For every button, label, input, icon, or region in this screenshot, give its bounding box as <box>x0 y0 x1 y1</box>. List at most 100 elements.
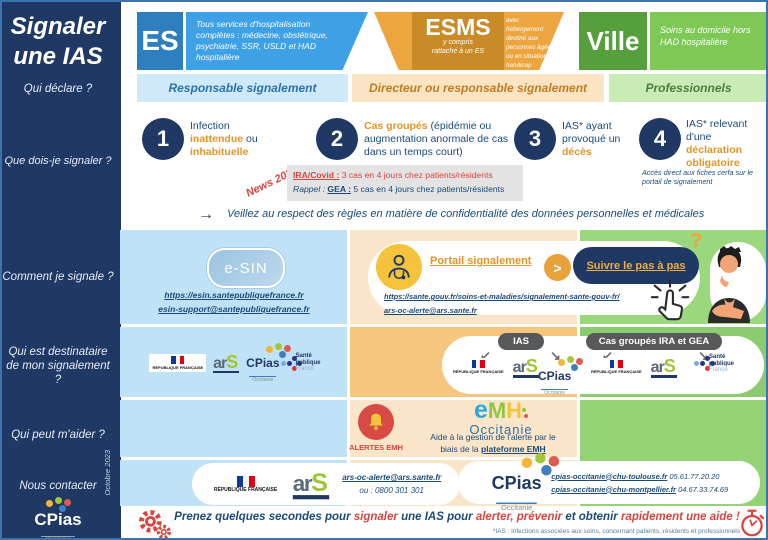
cpias-dots-icon <box>521 457 533 468</box>
emh-line2: biais de la plateforme EMH <box>440 443 546 454</box>
arrow-down-left-icon: ↙ <box>602 348 613 363</box>
hand-click-icon <box>648 278 694 329</box>
esin-logo: e-SIN <box>207 248 285 288</box>
portail-signalement-link[interactable]: Portail signalement <box>430 255 532 267</box>
bell-icon <box>369 413 383 430</box>
cpias-logo: CPias Occitanie <box>246 341 280 385</box>
french-flag-icon <box>471 360 485 369</box>
cpias-dots-icon <box>45 500 53 507</box>
es-description: Tous services d'hospitalisation complète… <box>186 12 368 70</box>
cpias-toulouse-phone: 05.61.77.20.20 <box>669 471 720 481</box>
s1-mid: ou <box>246 133 258 145</box>
signal-text-3: IAS* ayant provoqué un décès <box>562 120 644 159</box>
s1-highlight1: inattendue <box>190 133 244 145</box>
french-flag-icon <box>236 475 255 487</box>
s3-plain: IAS* ayant provoqué un <box>562 120 621 145</box>
ars-logo: arS <box>512 356 539 378</box>
ars-bar <box>292 494 330 499</box>
cpias-region-label: Occitanie <box>41 536 75 538</box>
esms-acronym: ESMS <box>425 14 491 40</box>
ars-logo: arS <box>213 351 240 374</box>
confidentiality-note: → Veillez au respect des règles en matiè… <box>198 206 758 224</box>
ars-contact-email-link[interactable]: ars-oc-alerte@ars.sante.fr <box>342 473 442 482</box>
sante-gouv-link[interactable]: https://sante.gouv.fr/soins-et-maladies/… <box>384 292 620 301</box>
confidentiality-text: Veillez au respect des règles en matière… <box>227 208 705 220</box>
spf-dots-icon <box>286 360 292 366</box>
ars-logo: arS <box>292 470 330 499</box>
step-button-label: Suivre le pas à pas <box>586 259 686 272</box>
republique-francaise-logo: RÉPUBLIQUE FRANÇAISE <box>588 358 645 377</box>
chevron-icon: > <box>544 254 571 281</box>
arrow-down-right-icon: ↘ <box>698 348 709 363</box>
esms-subtitle2: rattaché à un ES <box>431 47 485 55</box>
page-title-line1: Signaler <box>10 13 106 40</box>
news-box: IRA/Covid : 3 cas en 4 jours chez patien… <box>287 165 523 201</box>
news-line2: Rappel : GEA : 5 cas en 4 jours chez pat… <box>293 182 517 196</box>
republique-francaise-logo: RÉPUBLIQUE FRANÇAISE <box>450 358 507 377</box>
ville-role-band: Professionnels <box>609 74 766 102</box>
emh-dots-icon <box>524 414 529 418</box>
signal-text-2: Cas groupés (épidémie ou augmentation an… <box>364 120 526 159</box>
ars-bar <box>512 375 539 378</box>
ias-definition-footnote: *IAS : infections associées aux soins, c… <box>492 528 740 535</box>
s4-highlight: déclaration obligatoire <box>686 144 743 169</box>
portal-links: https://sante.gouv.fr/soins-et-maladies/… <box>384 290 684 318</box>
esms-core: ESMS y compris rattaché à un ES <box>412 12 504 70</box>
ars-bar <box>650 375 677 378</box>
esms-role-band: Directeur ou responsable signalement <box>352 74 604 102</box>
arrow-down-right-icon: ↘ <box>550 348 561 363</box>
es-role-band: Responsable signalement <box>137 74 348 102</box>
arrow-icon: → <box>198 206 214 223</box>
esms-header-block: ESMS y compris rattaché à un ES avec héb… <box>374 12 564 70</box>
french-flag-icon <box>171 356 185 364</box>
es-header-block: ES <box>137 12 183 70</box>
signal-number-3: 3 <box>514 118 556 160</box>
footer-message: Prenez quelques secondes pour signaler u… <box>174 511 740 523</box>
cpias-montpellier-phone: 04.67.33.74.69 <box>678 484 729 494</box>
plateforme-emh-link[interactable]: plateforme EMH <box>480 443 546 454</box>
sante-publique-france-logo: Santé publique France <box>700 354 734 374</box>
cpias-wordmark: CPias <box>34 510 82 529</box>
cpias-occitanie-logo-white: CPias Occitanie <box>16 494 100 538</box>
sidebar-question-help: Qui peut m'aider ? <box>11 429 105 441</box>
page-title-line2: une IAS <box>13 43 103 70</box>
signal-4-note: Accès direct aux fiches cerfa sur le por… <box>642 168 754 186</box>
s2-plain: (épidémie ou augmentation anormale de ca… <box>364 120 509 158</box>
rappel-label: Rappel : <box>293 184 326 194</box>
ars-contact-phone: ou : 0800 301 301 <box>359 486 424 495</box>
ias-badge: IAS <box>498 333 544 350</box>
suivre-pas-a-pas-button[interactable]: Suivre le pas à pas <box>573 247 699 284</box>
alertes-emh-label: ALERTES EMH <box>349 443 403 452</box>
cpias-toulouse-email-link[interactable]: cpias-occitanie@chu-toulouse.fr <box>551 471 668 481</box>
french-flag-icon <box>609 360 623 369</box>
esin-url-link[interactable]: https://esin.santepubliquefrance.fr <box>164 290 304 300</box>
question-mark: ? <box>690 230 703 252</box>
spf-dots-icon <box>700 361 705 367</box>
ville-description: Soins au domicile hors HAD hospitalière <box>650 12 766 70</box>
ars-bar <box>213 370 240 374</box>
s1-plain: Infection <box>190 120 230 132</box>
esin-support-email-link[interactable]: esin-support@santepubliquefrance.fr <box>158 304 310 314</box>
emh-line1: Aide à la gestion de l'alerte par le <box>430 432 556 442</box>
news-line1: IRA/Covid : 3 cas en 4 jours chez patien… <box>293 168 517 182</box>
esms-description: avec hébergement destiné aux personnes â… <box>506 17 556 69</box>
emh-help-text: Aide à la gestion de l'alerte par le bia… <box>408 432 578 455</box>
recipient-line2: de mon signalement ? <box>6 360 110 386</box>
sidebar-question-what: Que dois-je signaler ? <box>4 155 112 167</box>
stopwatch-icon <box>738 508 766 538</box>
page-title: Signaler une IAS <box>2 12 114 72</box>
s1-highlight2: inhabituelle <box>190 146 249 158</box>
es-help-panel <box>120 400 347 457</box>
signal-text-4: IAS* relevant d'une déclaration obligato… <box>686 118 766 170</box>
ars-alert-email-link[interactable]: ars-oc-alerte@ars.sante.fr <box>384 306 477 315</box>
es-recipient-logos: RÉPUBLIQUE FRANÇAISE arS CPias Occitanie… <box>130 340 340 386</box>
gea-text: 5 cas en 4 jours chez patients/résidents <box>353 184 505 194</box>
cpias-montpellier-email-link[interactable]: cpias-occitanie@chu-montpellier.fr <box>551 484 677 494</box>
ira-covid-label: IRA/Covid : <box>293 170 340 180</box>
sidebar: Signaler une IAS Qui déclare ? Que dois-… <box>2 2 121 538</box>
sante-publique-france-logo: Santé publique France <box>286 353 321 373</box>
sidebar-question-recipient: Qui est destinataire de mon signalement … <box>2 345 114 387</box>
cas-recipient-logos: RÉPUBLIQUE FRANÇAISE arS <box>588 357 677 378</box>
cas-groupes-badge: Cas groupés IRA et GEA <box>586 333 722 350</box>
gea-label: GEA : <box>327 184 351 194</box>
